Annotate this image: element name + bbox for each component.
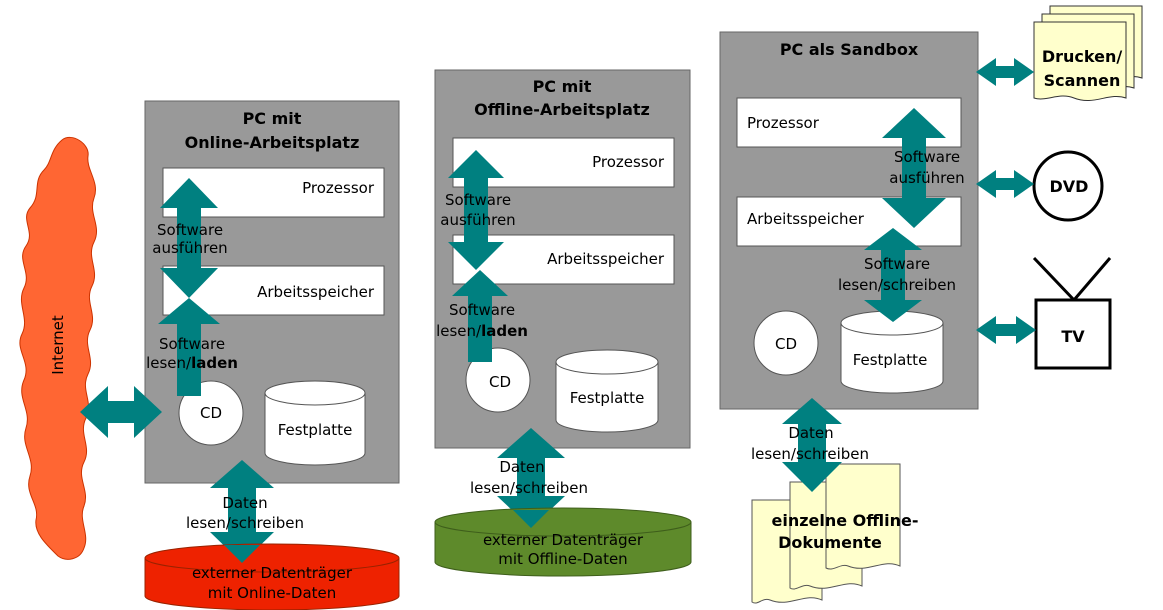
offline-load-label-2b: laden [481,322,528,340]
sandbox-processor-label: Prozessor [747,114,820,132]
offline-exec-label-2: ausführen [440,211,515,229]
dvd-device: DVD [1032,150,1104,222]
tv-label: TV [1061,327,1085,346]
print-scan-device: Drucken/ Scannen [1033,5,1143,102]
offline-cd-disc [465,347,531,413]
internet-cloud-shape [19,136,98,560]
online-exec-label-2: ausführen [152,239,227,257]
online-pc-title-line1: PC mit [243,109,302,128]
print-scan-arrow [976,58,1034,86]
online-exec-arrow [160,178,218,298]
offline-pc-title-line1: PC mit [533,77,592,96]
documents-label-1: einzelne Offline- [771,511,918,530]
online-cd-label: CD [200,404,222,422]
offline-load-label-1: Software [449,301,515,319]
online-load-arrow [158,298,220,396]
online-pc: PC mit Online-Arbeitsplatz Prozessor Arb… [80,100,400,563]
tv-device: TV [1032,256,1112,370]
internet-to-cd-arrow [80,386,162,438]
online-load-label-2: lesen/laden [146,354,238,372]
offline-pc-title-line2: Offline-Arbeitsplatz [474,100,650,119]
online-hdd-label: Festplatte [278,421,353,439]
sandbox-hdd-label: Festplatte [853,351,928,369]
offline-hdd-label: Festplatte [570,389,645,407]
online-load-label-1: Software [159,335,225,353]
sandbox-exec-label-2: ausführen [889,169,964,187]
online-exec-label-1: Software [157,221,223,239]
online-cd-disc [178,380,244,446]
tv-screen [1034,298,1112,370]
offline-exec-label-1: Software [445,191,511,209]
dvd-label: DVD [1050,177,1089,196]
tv-arrow [976,316,1036,344]
offline-data-label-2: lesen/schreiben [470,479,588,497]
print-scan-label-1: Drucken/ [1042,47,1123,66]
offline-exec-arrow [448,150,504,270]
sandbox-cd-label: CD [775,335,797,353]
sandbox-rw-label-2: lesen/schreiben [838,276,956,294]
online-memory-label: Arbeitsspeicher [257,283,375,301]
sandbox-memory-label: Arbeitsspeicher [747,210,865,228]
offline-memory-label: Arbeitsspeicher [547,250,665,268]
sandbox-exec-arrow [882,108,946,228]
sandbox-data-arrow [782,398,842,492]
offline-data-arrow [497,428,565,528]
sandbox-data-label-2: lesen/schreiben [751,445,869,463]
offline-pc: PC mit Offline-Arbeitsplatz Prozessor Ar… [434,69,691,528]
sandbox-rw-label-1: Software [864,255,930,273]
online-processor-label: Prozessor [302,179,375,197]
online-pc-title-line2: Online-Arbeitsplatz [185,133,360,152]
offline-load-label-2a: lesen/ [436,322,482,340]
internet-label: Internet [49,315,67,375]
sandbox-pc-title: PC als Sandbox [780,40,919,59]
offline-data-label-1: Daten [499,458,544,476]
offline-processor-box [452,137,675,188]
offline-processor-label: Prozessor [592,153,665,171]
sandbox-pc: PC als Sandbox Prozessor Arbeitsspeicher… [719,31,979,410]
online-ext-label-1: externer Datenträger [192,564,353,582]
sandbox-data-label-1: Daten [788,424,833,442]
offline-documents: einzelne Offline- Dokumente [751,463,919,604]
online-load-label-2b: laden [191,354,238,372]
offline-load-arrow [452,270,508,362]
dvd-arrow [976,170,1034,198]
offline-load-label-2: lesen/laden [436,322,528,340]
sandbox-hdd-cylinder [840,310,944,394]
online-hdd-cylinder [264,380,366,466]
online-external-drive: externer Datenträger mit Online-Daten [144,543,400,610]
offline-ext-label-2: mit Offline-Daten [498,550,627,568]
sandbox-cd-disc [753,310,819,376]
print-scan-label-2: Scannen [1044,71,1121,90]
dvd-disc [1032,150,1104,222]
online-ext-label-2: mit Online-Daten [208,584,337,602]
documents-label-2: Dokumente [778,533,882,552]
sandbox-exec-label-1: Software [894,148,960,166]
internet-cloud: Internet [19,136,98,560]
online-data-label-2: lesen/schreiben [186,514,304,532]
offline-ext-label-1: externer Datenträger [483,531,644,549]
offline-external-drive: externer Datenträger mit Offline-Daten [434,507,692,577]
online-data-arrow [210,460,274,563]
offline-hdd-cylinder [555,349,659,433]
online-load-label-2a: lesen/ [146,354,192,372]
online-data-label-1: Daten [222,494,267,512]
sandbox-rw-arrow [864,228,922,322]
offline-cd-label: CD [489,373,511,391]
